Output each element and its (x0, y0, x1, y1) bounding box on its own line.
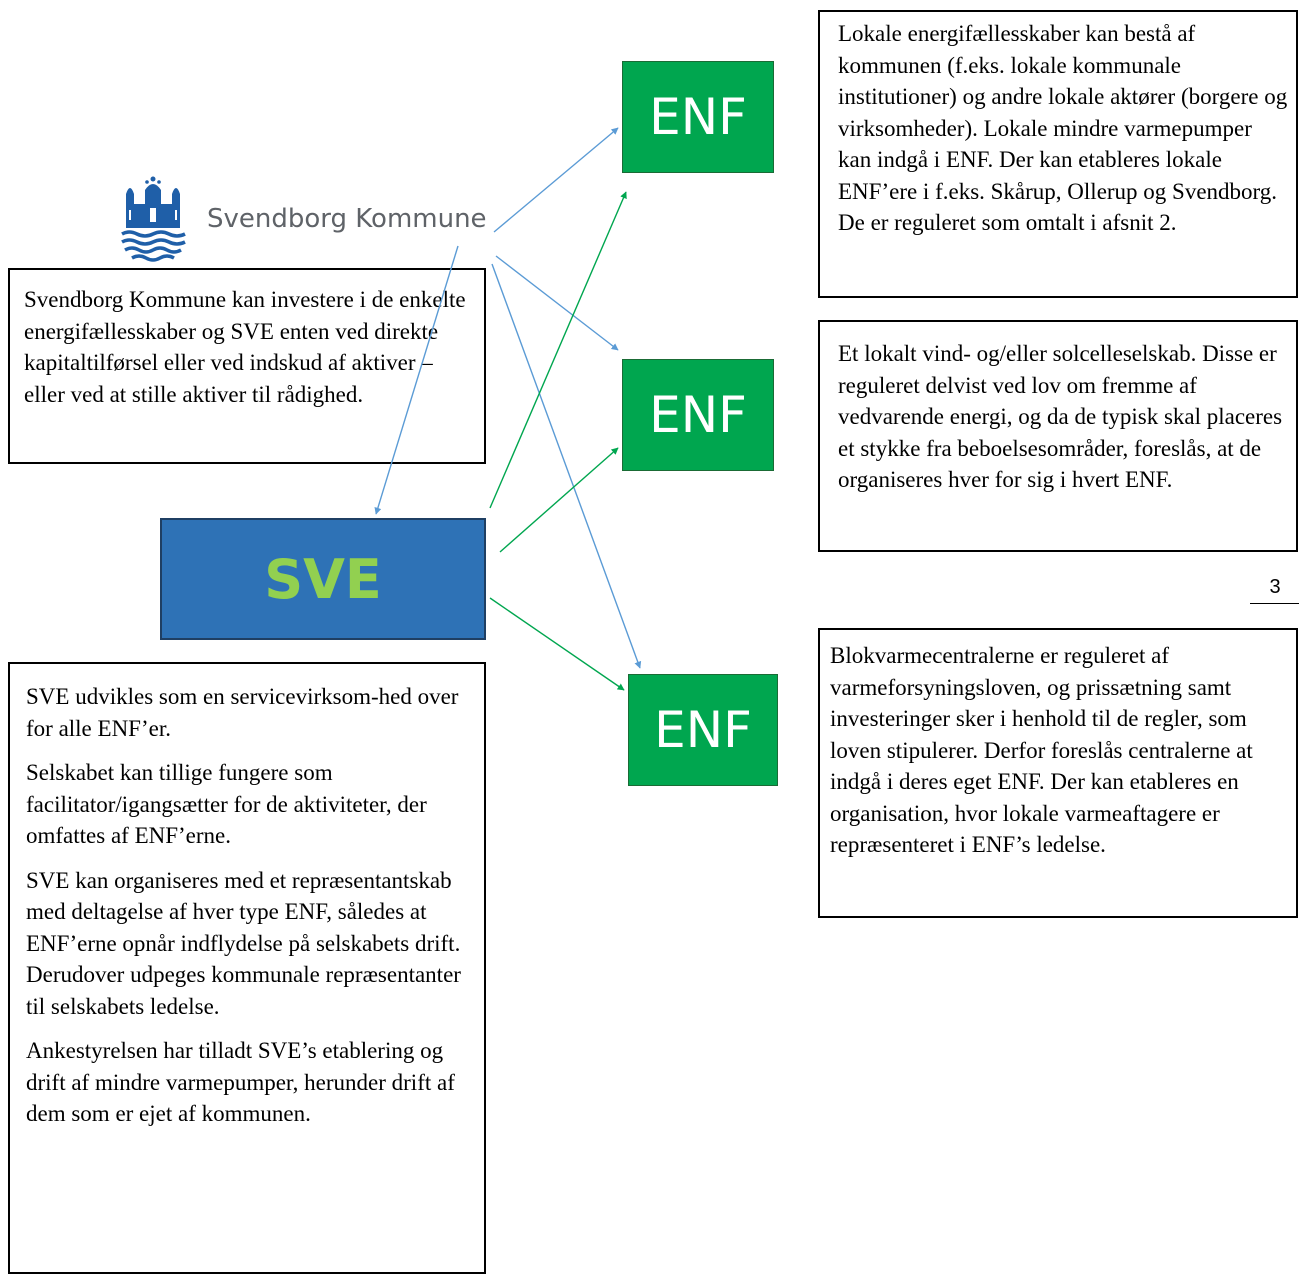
kommune-investment-text: Svendborg Kommune kan investere i de enk… (24, 287, 466, 407)
sve-paragraph-4: Ankestyrelsen har tilladt SVE’s etableri… (26, 1038, 455, 1126)
enf-description-box-3: Blokvarmecentralerne er reguleret af var… (818, 628, 1298, 918)
enf-label-2: ENF (649, 386, 747, 444)
arrow-sve-to-enf-3 (489, 597, 625, 691)
sve-paragraph-2: Selskabet kan tillige fungere som facili… (26, 760, 427, 848)
svendborg-coat-of-arms-icon (121, 176, 186, 262)
enf-box-2: ENF (622, 359, 774, 471)
sve-label: SVE (264, 547, 382, 611)
sve-box: SVE (160, 518, 486, 640)
sve-paragraph-1: SVE udvikles som en servicevirksom-hed o… (26, 684, 459, 741)
sve-description-box: SVE udvikles som en servicevirksom-hed o… (8, 662, 486, 1274)
enf-box-1: ENF (622, 61, 774, 173)
kommune-investment-box: Svendborg Kommune kan investere i de enk… (8, 268, 486, 464)
arrow-sve-to-enf-2 (499, 447, 619, 553)
enf-description-box-2: Et lokalt vind- og/eller solcelleselskab… (818, 320, 1298, 552)
logo-text: Svendborg Kommune (207, 204, 487, 234)
enf-label-1: ENF (649, 88, 747, 146)
enf-description-2: Et lokalt vind- og/eller solcelleselskab… (838, 341, 1283, 492)
enf-description-box-1: Lokale energifællesskaber kan bestå af k… (818, 10, 1298, 298)
enf-description-1: Lokale energifællesskaber kan bestå af k… (838, 21, 1288, 235)
page-number: 3 (1250, 576, 1299, 604)
sve-paragraph-3: SVE kan organiseres med et repræsentants… (26, 867, 461, 1019)
enf-label-3: ENF (654, 701, 752, 759)
arrow-kommune-to-enf-2 (495, 255, 619, 351)
enf-box-3: ENF (628, 674, 778, 786)
svendborg-kommune-logo: Svendborg Kommune (120, 176, 490, 262)
arrow-kommune-to-enf-1 (493, 127, 619, 233)
arrow-kommune-to-enf-3 (491, 263, 642, 669)
enf-description-3: Blokvarmecentralerne er reguleret af var… (830, 643, 1253, 857)
arrow-sve-to-enf-1 (489, 191, 627, 509)
